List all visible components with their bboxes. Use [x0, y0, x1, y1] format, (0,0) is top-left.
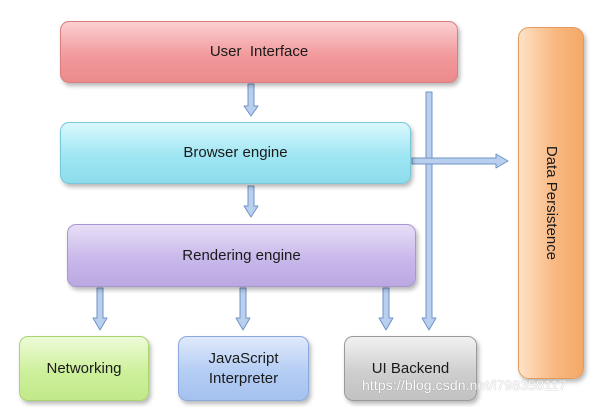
arrow-ui-to-ui-backend: [421, 91, 437, 331]
rendering-engine-label: Rendering engine: [182, 246, 301, 264]
rendering-engine-node: Rendering engine: [67, 224, 416, 287]
ui-backend-label: UI Backend: [371, 359, 450, 377]
arrow-rendering-to-ui-backend: [378, 287, 394, 331]
data-persistence-label: Data Persistence: [543, 145, 561, 261]
javascript-interpreter-node: JavaScript Interpreter: [178, 336, 309, 401]
user-interface-node: User Interface: [60, 21, 458, 83]
data-persistence-node: Data Persistence: [518, 27, 584, 379]
arrow-browser-to-data-persistence: [411, 153, 509, 169]
arrow-browser-to-rendering-engine: [243, 185, 259, 218]
watermark-url: https://blog.csdn.net/l798358117: [362, 377, 567, 393]
arrow-rendering-to-javascript: [235, 287, 251, 331]
networking-node: Networking: [19, 336, 149, 401]
user-interface-label: User Interface: [209, 43, 309, 60]
javascript-interpreter-label-line1: JavaScript: [208, 349, 279, 367]
ui-backend-node: UI Backend: [344, 336, 477, 401]
browser-engine-node: Browser engine: [60, 122, 411, 184]
browser-engine-label: Browser engine: [183, 144, 288, 161]
networking-label: Networking: [46, 359, 122, 377]
arrow-rendering-to-networking: [92, 287, 108, 331]
javascript-interpreter-label-line2: Interpreter: [208, 369, 279, 387]
arrow-ui-to-browser-engine: [243, 83, 259, 117]
